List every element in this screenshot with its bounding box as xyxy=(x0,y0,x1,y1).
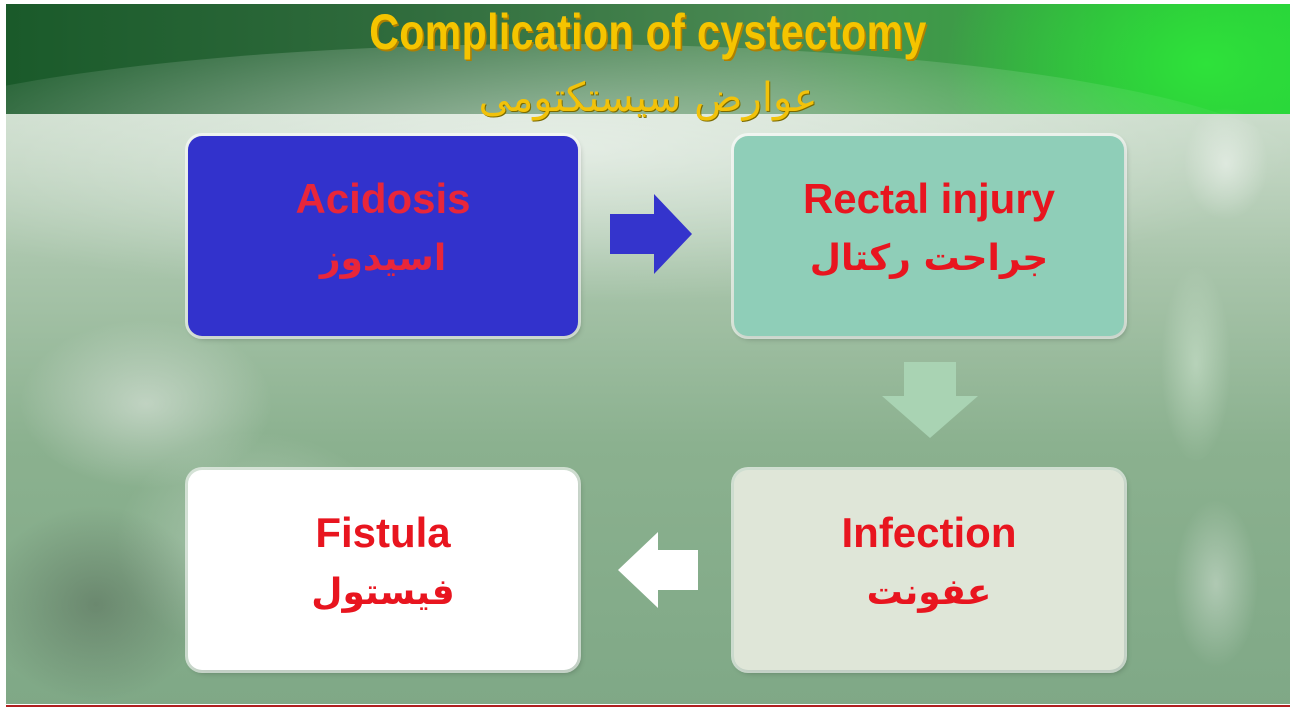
box-infection-label: Infection xyxy=(734,508,1124,558)
slide-title: Complication of cystectomy xyxy=(122,4,1175,60)
bottom-rule xyxy=(6,705,1290,707)
box-rectal-injury-persian: جراحت رکتال xyxy=(734,236,1124,282)
box-infection-persian: عفونت xyxy=(734,570,1124,616)
box-fistula-label: Fistula xyxy=(188,508,578,558)
slide: Complication of cystectomy عوارض سیستکتو… xyxy=(6,4,1290,704)
box-acidosis-persian: اسیدوز xyxy=(188,236,578,282)
arrow-left-icon xyxy=(618,532,698,608)
box-fistula: Fistula فیستول xyxy=(188,470,578,670)
slide-subtitle: عوارض سیستکتومی xyxy=(6,74,1290,122)
box-acidosis: Acidosis اسیدوز xyxy=(188,136,578,336)
box-rectal-injury-label: Rectal injury xyxy=(734,174,1124,224)
background-skeleton xyxy=(1116,44,1290,704)
box-rectal-injury: Rectal injury جراحت رکتال xyxy=(734,136,1124,336)
box-infection: Infection عفونت xyxy=(734,470,1124,670)
arrow-right-icon xyxy=(610,194,692,274)
box-acidosis-label: Acidosis xyxy=(188,174,578,224)
box-fistula-persian: فیستول xyxy=(188,570,578,616)
arrow-down-icon xyxy=(882,362,978,438)
